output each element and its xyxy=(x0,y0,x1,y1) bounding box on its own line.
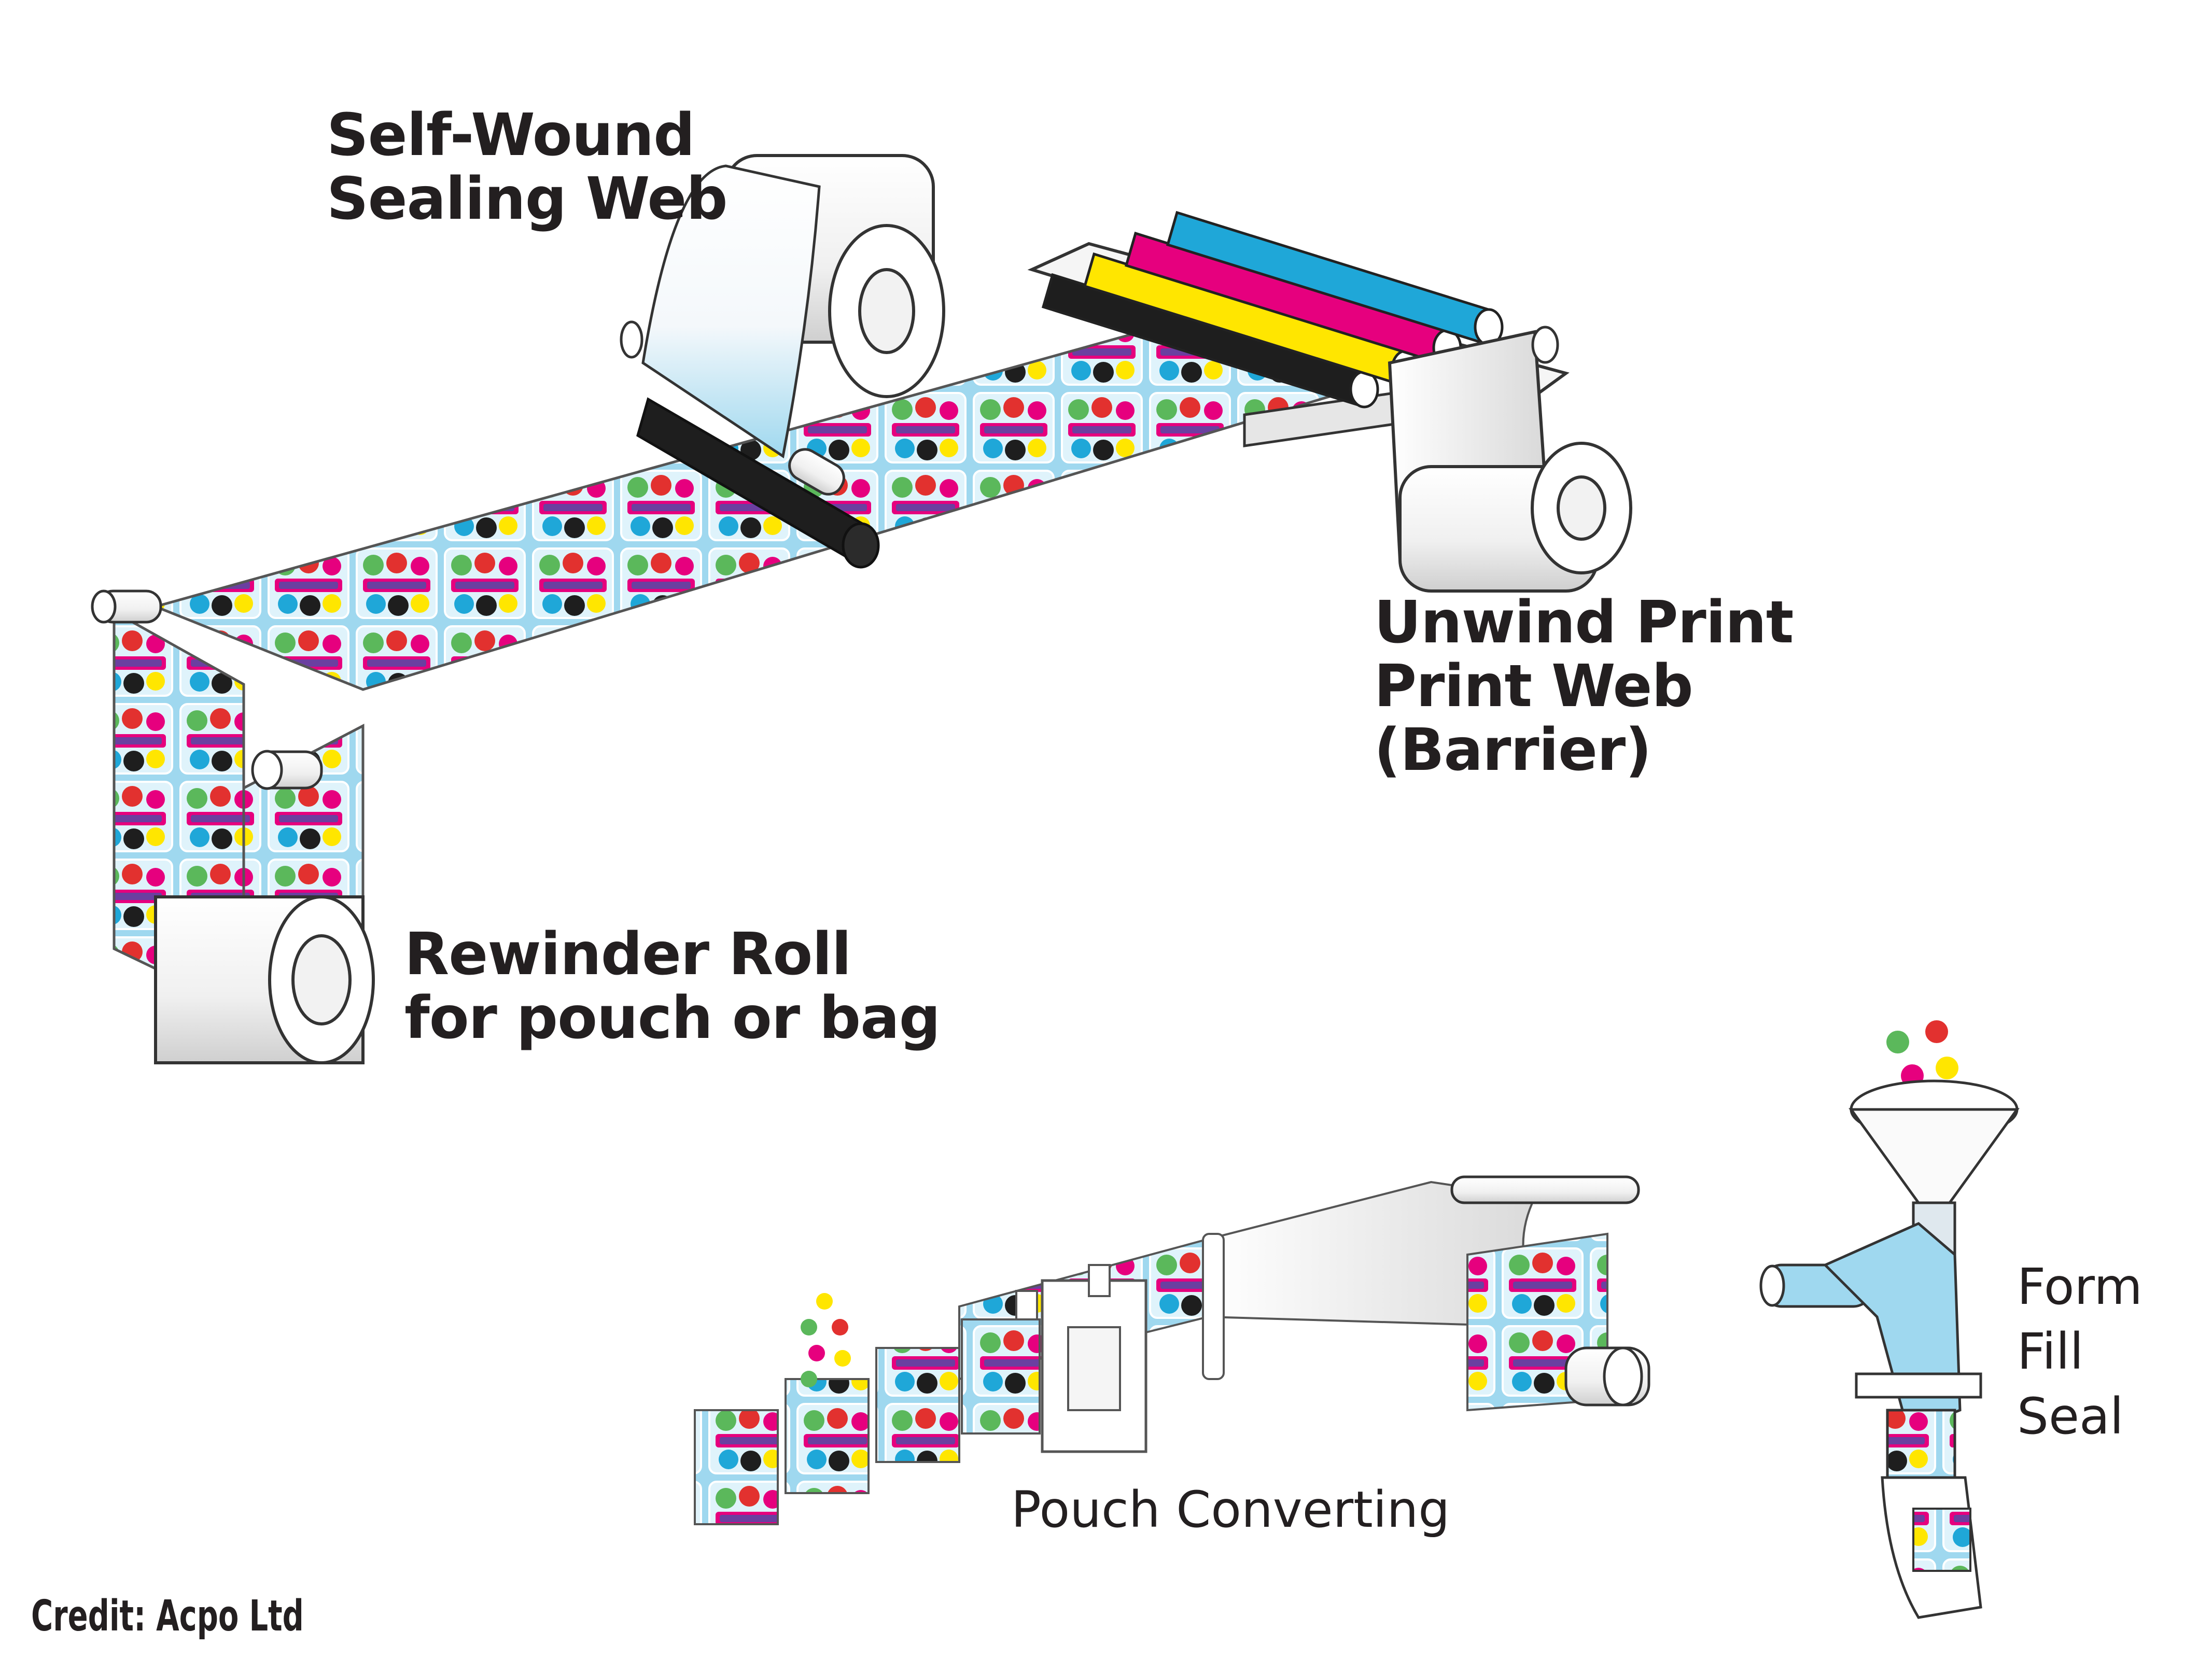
label-unwind-print-line3: (Barrier) xyxy=(1374,716,1651,784)
hopper-funnel xyxy=(1849,1108,2020,1204)
ink-roller-cyan xyxy=(1166,210,1504,346)
label-unwind-print: Unwind Print Print Web (Barrier) xyxy=(1374,589,1794,784)
print-station xyxy=(1027,210,1570,447)
converting-top-roller xyxy=(1450,1175,1640,1204)
sealing-web-roll xyxy=(620,154,945,459)
label-rewinder-roll-line2: for pouch or bag xyxy=(404,985,941,1052)
finished-pouches xyxy=(694,1318,1041,1525)
rewinder-roll xyxy=(154,895,375,1064)
label-fill: Fill xyxy=(2017,1322,2084,1381)
converting-post xyxy=(1202,1233,1225,1380)
lower-guide-roller xyxy=(251,750,323,790)
label-unwind-print-line2: Print Web xyxy=(1374,653,1693,721)
ffs-forming-web xyxy=(1823,1222,1962,1433)
lamination-line xyxy=(91,154,1632,1064)
label-sealing-web-line1: Self-Wound xyxy=(327,102,695,169)
form-fill-seal-machine xyxy=(1759,1020,2020,1619)
ink-roller-black xyxy=(1041,273,1379,409)
pouch-converting-machine xyxy=(694,1175,1650,1525)
falling-candies xyxy=(801,1293,851,1387)
label-rewinder-roll-line1: Rewinder Roll xyxy=(404,921,851,988)
label-pouch-converting: Pouch Converting xyxy=(1011,1481,1450,1539)
label-unwind-print-line1: Unwind Print xyxy=(1374,589,1794,656)
label-form: Form xyxy=(2017,1258,2143,1316)
nip-roller xyxy=(636,397,880,569)
left-guide-roller xyxy=(91,589,162,624)
label-sealing-web: Self-Wound Sealing Web xyxy=(327,102,728,233)
converting-roll xyxy=(1564,1346,1650,1407)
print-rollers xyxy=(1041,210,1504,409)
ffs-output-pouch xyxy=(1912,1508,1971,1572)
sealing-web-sheet xyxy=(641,164,821,459)
label-form-fill-seal: Form Fill Seal xyxy=(2017,1255,2143,1449)
label-sealing-web-line2: Sealing Web xyxy=(327,165,728,233)
unwind-roll xyxy=(1388,326,1632,593)
label-seal: Seal xyxy=(2017,1387,2124,1445)
sealing-bar xyxy=(1015,1264,1147,1453)
credit-text: Credit: Acpo Ltd xyxy=(31,1592,304,1641)
label-rewinder-roll: Rewinder Roll for pouch or bag xyxy=(404,921,941,1052)
